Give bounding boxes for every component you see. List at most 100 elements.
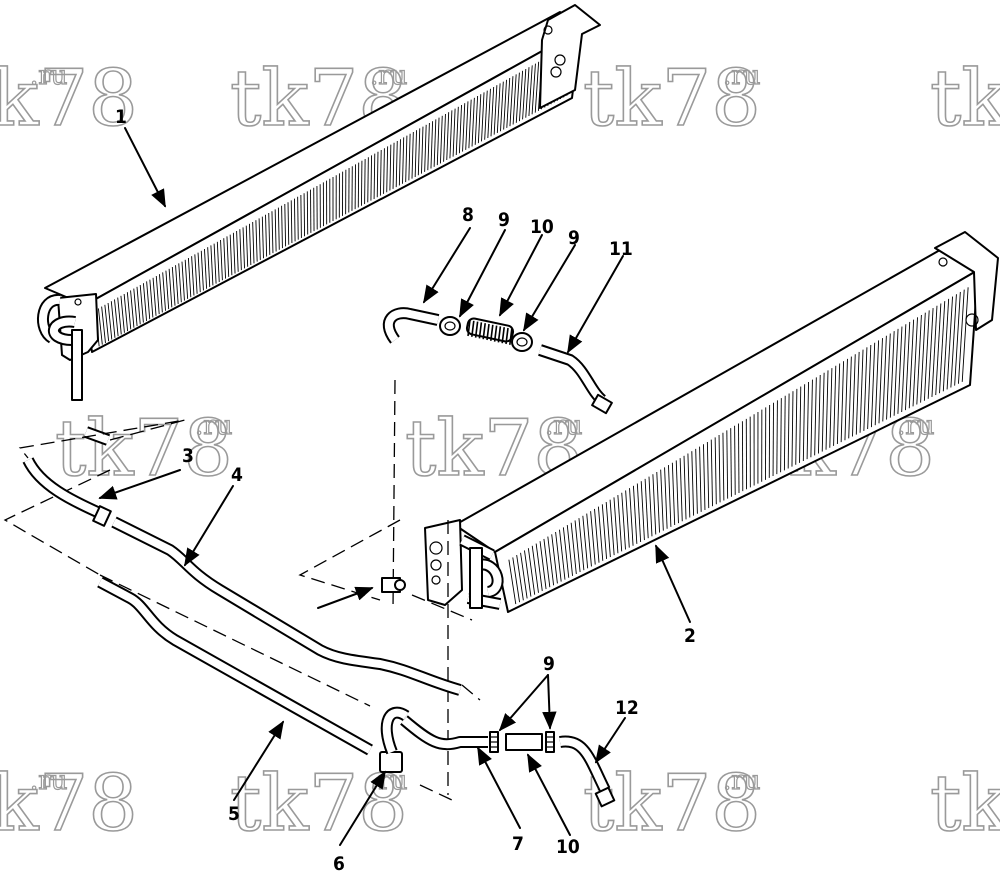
fin-line <box>901 324 907 413</box>
fin-line <box>509 76 514 127</box>
fin-line <box>165 270 170 310</box>
fin-line <box>597 506 604 561</box>
clamp-9-lower-right <box>545 731 555 753</box>
fin-line <box>210 245 214 286</box>
coil-line <box>497 326 502 343</box>
hose-8 <box>382 307 440 344</box>
fin-line <box>130 290 135 328</box>
fin-line <box>496 83 501 133</box>
connector-10-lower <box>505 733 543 751</box>
callout-6: 6 <box>333 853 345 875</box>
fin-line <box>874 340 880 426</box>
watermark: tk78 .ru <box>0 758 139 850</box>
fin-line <box>821 372 825 452</box>
fin-line <box>376 151 379 198</box>
watermark-suffix: .ru <box>30 766 67 796</box>
clamp-9-upper-left <box>439 316 461 336</box>
fin-line <box>714 437 717 505</box>
coil-line <box>509 328 513 345</box>
fin-line <box>632 485 638 544</box>
watermark: tk78 <box>929 758 1000 850</box>
fin-line <box>184 259 189 299</box>
fin-line <box>640 481 645 541</box>
fin-line <box>806 381 809 460</box>
fin-line <box>710 439 713 507</box>
watermark: tk78 <box>929 53 1000 145</box>
fin-line <box>848 356 852 439</box>
watermark-text: tk78 <box>0 759 138 849</box>
core-1-fins <box>94 43 572 347</box>
fin-line <box>506 77 511 128</box>
fin-line <box>920 312 926 403</box>
watermark: tk78 .ru <box>582 758 761 850</box>
coil-line <box>486 323 490 341</box>
fin-line <box>178 263 182 303</box>
fin-line <box>101 306 106 343</box>
watermark: tk78 .ru <box>0 53 139 145</box>
watermark-suffix: .ru <box>723 766 760 796</box>
core-2-fins <box>508 287 969 605</box>
fin-line <box>136 286 141 325</box>
fin-line <box>687 453 691 518</box>
fin-line <box>364 158 366 205</box>
fin-line <box>825 370 829 450</box>
watermark: tk78 .ru <box>229 758 408 850</box>
fin-line <box>780 398 782 473</box>
fin-line <box>265 214 268 257</box>
fin-line <box>671 462 676 526</box>
fin-line <box>481 92 485 142</box>
fin-line <box>648 476 653 537</box>
fin-line <box>942 298 950 392</box>
fin-line <box>155 275 160 315</box>
fin-line <box>436 117 440 166</box>
fin-line <box>152 277 157 316</box>
fin-line <box>252 221 255 264</box>
fin-line <box>277 207 280 250</box>
callout-3: 3 <box>182 445 194 467</box>
assembly-lines <box>3 379 481 801</box>
fin-line <box>449 110 453 159</box>
fin-line <box>539 541 547 590</box>
callout-11: 11 <box>609 238 633 260</box>
fin-line <box>508 559 517 605</box>
hose-11 <box>538 344 613 415</box>
fin-line <box>187 257 192 298</box>
fin-line <box>531 63 536 115</box>
fin-line <box>867 344 872 429</box>
core-2-left-plate <box>424 519 463 606</box>
fin-line <box>261 216 264 259</box>
fin-line <box>500 81 504 132</box>
callout-9-b: 9 <box>568 227 580 249</box>
fin-line <box>471 97 475 147</box>
fin-line <box>886 333 891 420</box>
fin-line <box>297 196 299 240</box>
fin-line <box>863 347 868 431</box>
fin-line <box>566 525 573 576</box>
fin-line <box>490 86 495 137</box>
core-1-end-bracket <box>539 4 601 109</box>
fin-line <box>433 119 437 167</box>
fin-line <box>734 425 736 495</box>
fin-line <box>691 451 695 516</box>
fin-line <box>284 203 287 247</box>
fin-line <box>590 511 596 565</box>
fin-line <box>216 241 220 282</box>
callout-5: 5 <box>228 803 240 825</box>
fin-line <box>255 220 258 262</box>
fin-line <box>629 488 634 546</box>
fin-line <box>512 74 517 125</box>
fin-line <box>171 266 176 306</box>
fin-line <box>660 469 664 531</box>
core-2-end-bracket <box>934 231 999 331</box>
fin-line <box>516 555 524 601</box>
fin-line <box>954 291 961 386</box>
fin-line <box>229 234 233 276</box>
fin-line <box>518 70 524 122</box>
fin-line <box>149 279 154 318</box>
watermark-text: tk78 <box>55 404 233 494</box>
coil-line <box>493 325 498 342</box>
heater-core-2 <box>424 231 999 613</box>
fin-line <box>531 545 539 593</box>
fin-line <box>133 288 138 327</box>
fin-line <box>594 508 600 563</box>
